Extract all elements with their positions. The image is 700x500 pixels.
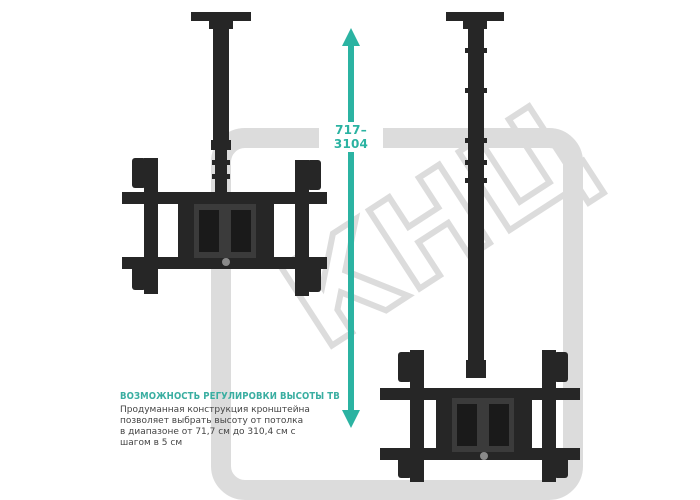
ceiling-plate — [446, 12, 504, 21]
watermark-text: КНЦ — [258, 73, 616, 378]
feature-title: ВОЗМОЖНОСТЬ РЕГУЛИРОВКИ ВЫСОТЫ ТВ — [120, 391, 340, 402]
height-range-label: 717–3104 — [319, 122, 383, 152]
brand-badge — [222, 258, 230, 266]
pole — [468, 28, 484, 374]
feature-description: Продуманная конструкция кронштейна позво… — [120, 405, 310, 448]
ceiling-mount-short — [122, 12, 327, 296]
watermark-frame — [211, 128, 583, 500]
height-arrow — [342, 28, 360, 428]
height-range-value: 717–3104 — [333, 123, 369, 151]
feature-caption: ВОЗМОЖНОСТЬ РЕГУЛИРОВКИ ВЫСОТЫ ТВ Продум… — [120, 391, 340, 449]
ceiling-mount-long — [380, 12, 580, 482]
ceiling-plate — [191, 12, 251, 21]
watermark-logo: КНЦ — [255, 70, 619, 381]
pole — [213, 28, 229, 146]
brand-badge — [480, 452, 488, 460]
